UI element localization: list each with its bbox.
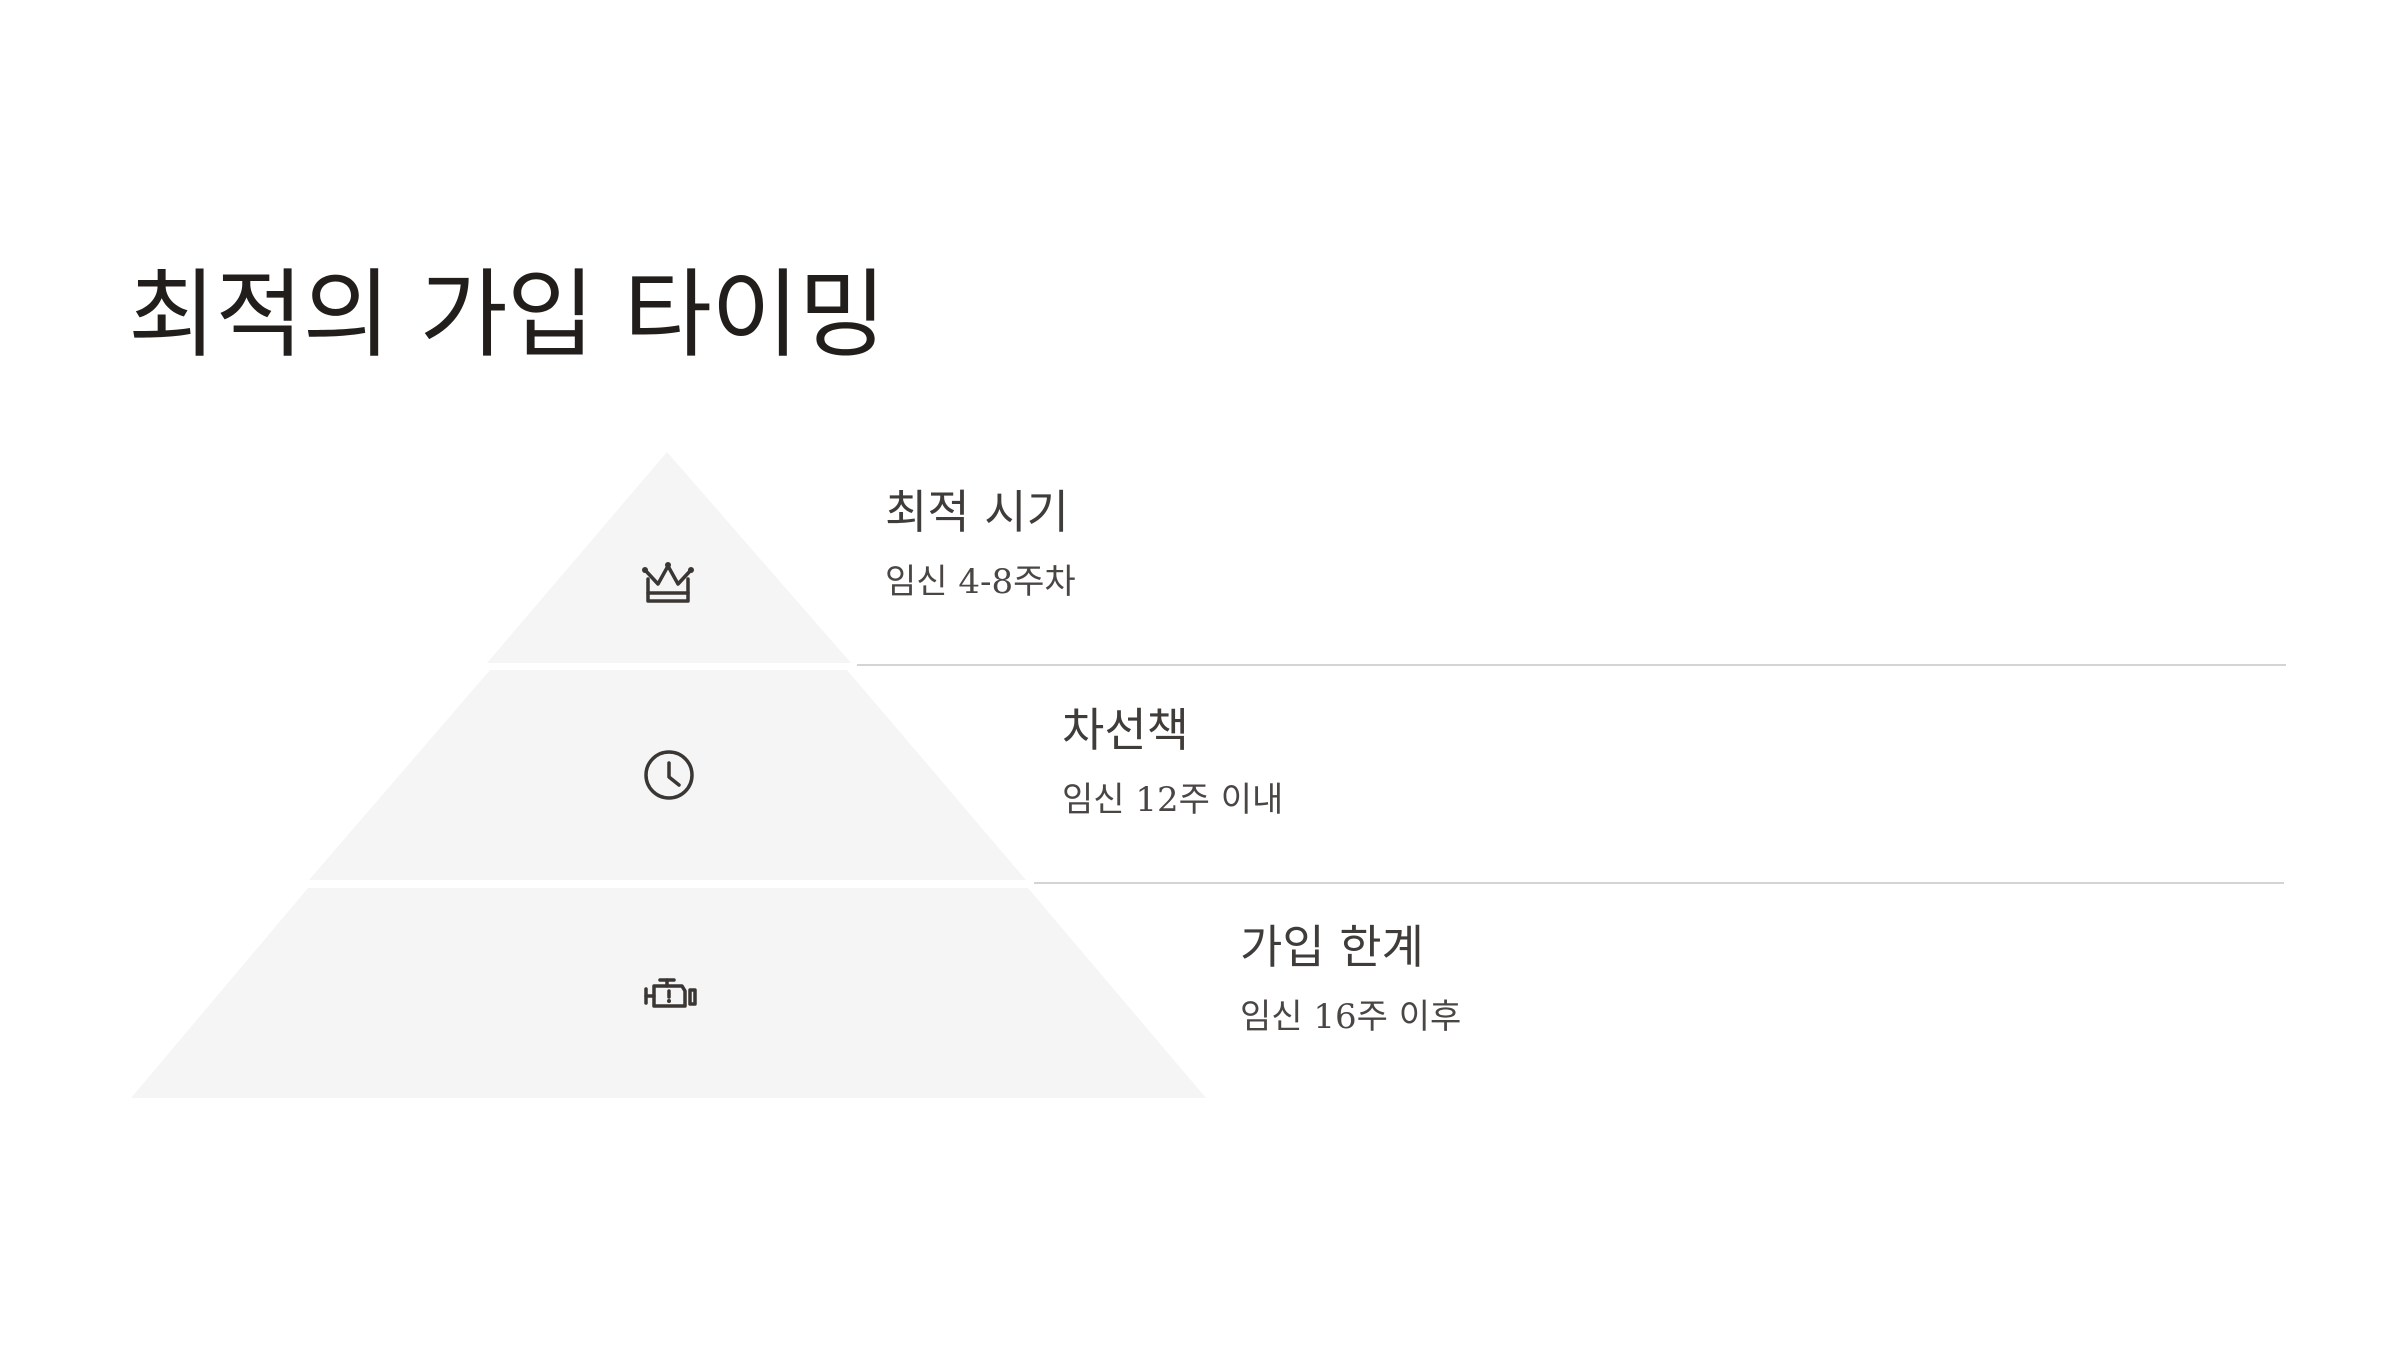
tier-description: 임신 12주 이내: [1062, 780, 1284, 821]
tier-description: 임신 16주 이후: [1240, 997, 1462, 1038]
tier-description: 임신 4-8주차: [885, 562, 1076, 603]
tier-text-top: 최적 시기 임신 4-8주차: [885, 485, 1076, 603]
crown-icon: [642, 562, 694, 603]
engine-warning-icon: [644, 978, 697, 1008]
tier-text-bottom: 가입 한계 임신 16주 이후: [1240, 920, 1461, 1038]
pyramid-tier-top: [487, 452, 851, 663]
clock-icon: [644, 750, 694, 800]
tier-text-middle: 차선책 임신 12주 이내: [1062, 703, 1283, 821]
tier-heading: 차선책: [1062, 703, 1189, 757]
slide-title: 최적의 가입 타이밍: [128, 259, 887, 371]
tier-heading: 최적 시기: [885, 485, 1069, 539]
tier-heading: 가입 한계: [1240, 920, 1424, 974]
